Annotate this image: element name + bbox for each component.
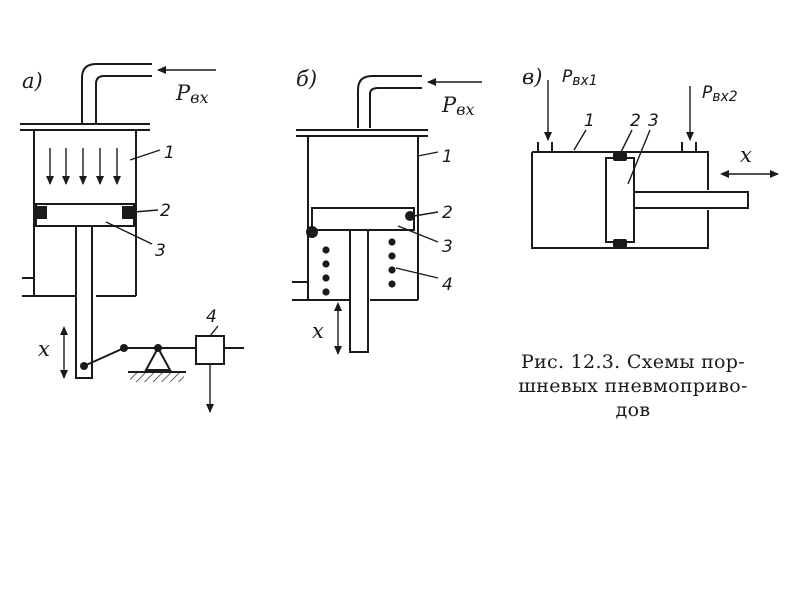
panel-v-input2-label: Pвх2 [702, 83, 738, 105]
panel-b-label: б) [296, 67, 317, 91]
panel-b-inlet-label: Pвх [441, 93, 474, 119]
caption-line-3: дов [615, 399, 651, 421]
panel-v-axis-label: x [740, 143, 752, 167]
panel-v: в) Pвх1 Pвх2 x 1 2 3 [522, 65, 779, 249]
panel-a-inlet-pipe [81, 63, 152, 124]
panel-b-rod [349, 230, 369, 353]
panel-a-lever-mechanism [80, 344, 196, 382]
panel-b-inlet-pipe [357, 75, 422, 128]
panel-a-rod [75, 226, 93, 379]
panel-v-input1-label: Pвх1 [562, 67, 598, 89]
panel-b-callout-3: 3 [442, 237, 453, 257]
panel-a-seal-left [34, 206, 47, 219]
panel-v-callout-2: 2 [630, 111, 641, 131]
panel-v-callout-3: 3 [648, 111, 659, 131]
panel-b-cylinder [292, 129, 428, 301]
panel-a-callout-1: 1 [164, 143, 175, 163]
panel-a-inlet-label: Pвх [175, 81, 208, 107]
panel-v-piston [605, 157, 635, 243]
panel-b-spring-right [388, 238, 396, 288]
panel-a-piston [35, 203, 135, 227]
panel-a-sensor-box [195, 335, 225, 365]
panel-a-callout-4: 4 [206, 307, 217, 327]
panel-b-spring-top [306, 226, 318, 238]
figure-caption: Рис. 12.3. Схемы пор- шневых пневмоприво… [483, 350, 783, 422]
panel-a-callout-2: 2 [160, 201, 171, 221]
panel-b-spring-left [322, 246, 330, 296]
panel-a-label: а) [22, 69, 43, 93]
panel-b-callout-4: 4 [442, 275, 453, 295]
panel-a: а) Pвх 1 2 3 x [20, 63, 244, 413]
panel-a-seal-right [122, 206, 135, 219]
panel-a-axis-label: x [38, 337, 50, 361]
caption-line-2: шневых пневмоприво- [518, 375, 748, 397]
panel-b-axis-label: x [312, 319, 324, 343]
panel-b-callout-2: 2 [442, 203, 453, 223]
panel-b-callout-1: 1 [442, 147, 453, 167]
panel-v-seal-top [613, 152, 627, 161]
panel-b-seal [405, 211, 415, 221]
panel-v-label: в) [522, 65, 542, 89]
panel-a-pressure-arrows [46, 148, 121, 185]
panel-v-rod [634, 191, 749, 209]
panel-b: б) Pвх 1 2 [292, 67, 482, 355]
panel-v-seal-bottom [613, 239, 627, 248]
panel-v-callout-1: 1 [584, 111, 595, 131]
panel-a-ground-hatch [130, 373, 184, 382]
caption-line-1: Рис. 12.3. Схемы пор- [521, 351, 745, 373]
panel-a-callout-3: 3 [155, 241, 166, 261]
